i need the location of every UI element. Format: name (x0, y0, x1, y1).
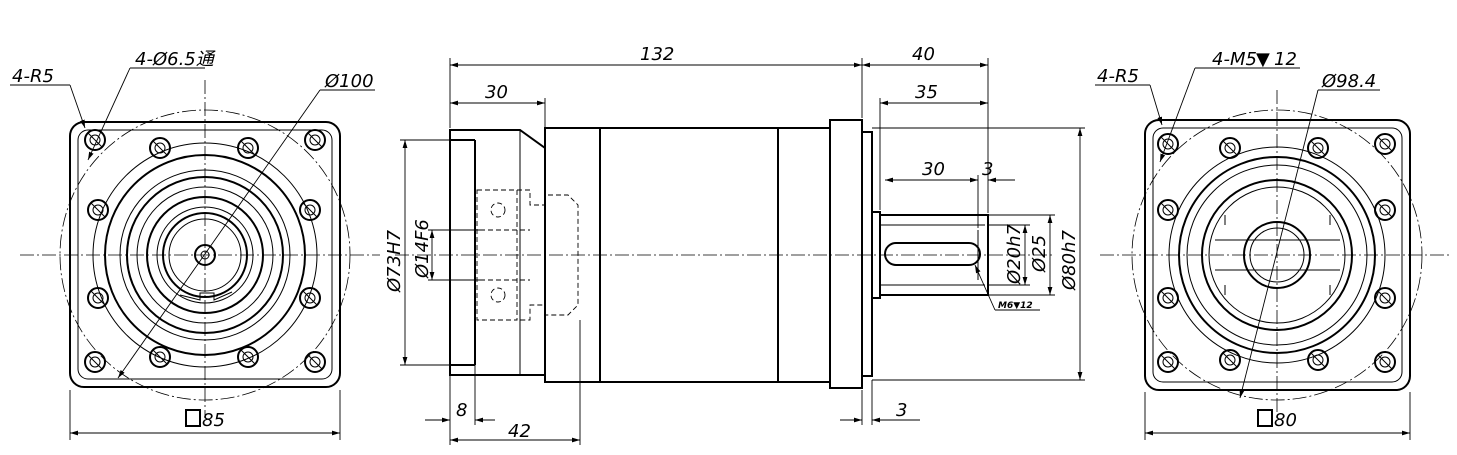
shaft-dia-label: Ø20h7 (1004, 224, 1025, 285)
key-length-label: 30 (922, 159, 945, 180)
key-start-label: 35 (915, 82, 938, 103)
pilot-height-label: 3 (896, 400, 907, 421)
overall-length-label: 132 (640, 44, 674, 65)
left-square-label: 85 (202, 410, 225, 431)
input-depth-label: 42 (508, 421, 531, 442)
flange-depth-label: 30 (485, 82, 508, 103)
shaft-length-label: 40 (912, 44, 935, 65)
right-pcd-label: Ø98.4 (1321, 71, 1376, 92)
right-tap-depth-label: 12 (1274, 49, 1297, 70)
right-corner-radius-label: 4-R5 (1097, 66, 1139, 87)
tap-label: M6▼12 (998, 301, 1033, 311)
right-tapped-holes-label: 4-M5 (1212, 49, 1257, 70)
pilot-dia-label: Ø80h7 (1059, 230, 1080, 291)
left-holes-label: 4-Ø6.5通 (135, 49, 216, 70)
recess-label: 8 (456, 400, 467, 421)
key-offset-label: 3 (982, 159, 993, 180)
shoulder-dia-label: Ø25 (1029, 235, 1050, 273)
left-corner-radius-label: 4-R5 (12, 66, 54, 87)
right-square-label: 80 (1274, 410, 1297, 431)
bore-label: Ø73H7 (384, 229, 405, 293)
side-view: 132 40 30 35 30 3 Ø73H7 Ø14F6 Ø20h7 Ø25 … (384, 44, 1085, 445)
right-front-view: 4-R5 4-M5 ▼ 12 Ø98.4 80 (1095, 49, 1450, 440)
left-pcd-label: Ø100 (324, 71, 374, 92)
tap-depth-symbol: ▼ (1256, 49, 1270, 70)
input-dia-label: Ø14F6 (412, 219, 433, 279)
left-front-view: 4-R5 4-Ø6.5通 Ø100 85 (10, 49, 380, 440)
